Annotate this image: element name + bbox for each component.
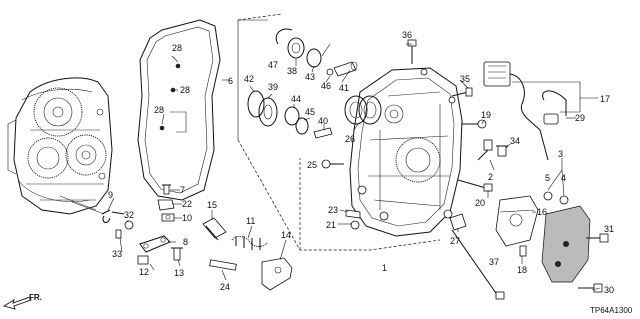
right-side-parts-illustration: [483, 61, 609, 293]
callout-12: 12: [139, 267, 149, 277]
transmission-housing-illustration: [7, 77, 113, 215]
callout-41: 41: [339, 83, 349, 93]
callout-34: 34: [510, 136, 520, 146]
callout-11: 11: [246, 216, 255, 226]
transmission-case-illustration: [349, 67, 463, 237]
case-bolts-illustration: [321, 39, 505, 300]
callout-2: 2: [488, 172, 493, 182]
callout-28-top: 28: [172, 43, 182, 53]
callout-17: 17: [600, 94, 610, 104]
callout-10: 10: [182, 213, 192, 223]
leader-lines: [107, 43, 601, 291]
callout-7: 7: [180, 185, 185, 195]
callout-6: 6: [228, 76, 233, 86]
callout-36: 36: [402, 30, 412, 40]
callout-1: 1: [382, 263, 387, 273]
gasket-illustration: [137, 19, 221, 201]
callout-45: 45: [305, 107, 315, 117]
callout-43: 43: [305, 72, 315, 82]
callout-19: 19: [481, 110, 491, 120]
callout-39: 39: [268, 82, 278, 92]
callout-22: 22: [182, 199, 192, 209]
callout-14: 14: [281, 230, 291, 240]
callout-35: 35: [460, 74, 470, 84]
callout-24: 24: [220, 282, 230, 292]
callout-18: 18: [517, 265, 527, 275]
callout-8: 8: [183, 237, 188, 247]
callout-31: 31: [604, 224, 614, 234]
callout-21: 21: [326, 220, 336, 230]
callout-3: 3: [558, 149, 563, 159]
callout-42: 42: [244, 74, 254, 84]
callout-4: 4: [561, 173, 566, 183]
callout-32: 32: [124, 210, 134, 220]
diagram-code: TP64A1300: [590, 306, 633, 315]
callout-38: 38: [287, 66, 297, 76]
callout-46: 46: [321, 81, 331, 91]
callout-labels: 1 2 3 4 5 6 7 8 9 10 11 12 13 14 15 16 1…: [108, 30, 614, 295]
shaft-spring-lever-illustration: [202, 217, 293, 291]
callout-16: 16: [537, 207, 547, 217]
callout-23: 23: [328, 205, 338, 215]
callout-37: 37: [489, 257, 499, 267]
callout-44: 44: [291, 94, 301, 104]
callout-5: 5: [545, 173, 550, 183]
callout-29: 29: [575, 113, 585, 123]
callout-25: 25: [307, 160, 317, 170]
callout-40: 40: [318, 116, 328, 126]
callout-28-middle: 28: [180, 85, 190, 95]
front-label: FR.: [29, 293, 42, 302]
callout-30: 30: [604, 285, 614, 295]
callout-28-bottom: 28: [154, 105, 164, 115]
callout-13: 13: [174, 268, 184, 278]
assembly-group-frame: [237, 13, 441, 251]
callout-47: 47: [268, 60, 278, 70]
front-direction-indicator: FR.: [2, 293, 42, 310]
callout-26: 26: [345, 134, 355, 144]
callout-9: 9: [108, 190, 113, 200]
front-arrow-icon: [2, 296, 32, 310]
callout-20: 20: [475, 198, 485, 208]
callout-15: 15: [207, 200, 217, 210]
callout-27: 27: [450, 236, 460, 246]
callout-33: 33: [112, 249, 122, 259]
